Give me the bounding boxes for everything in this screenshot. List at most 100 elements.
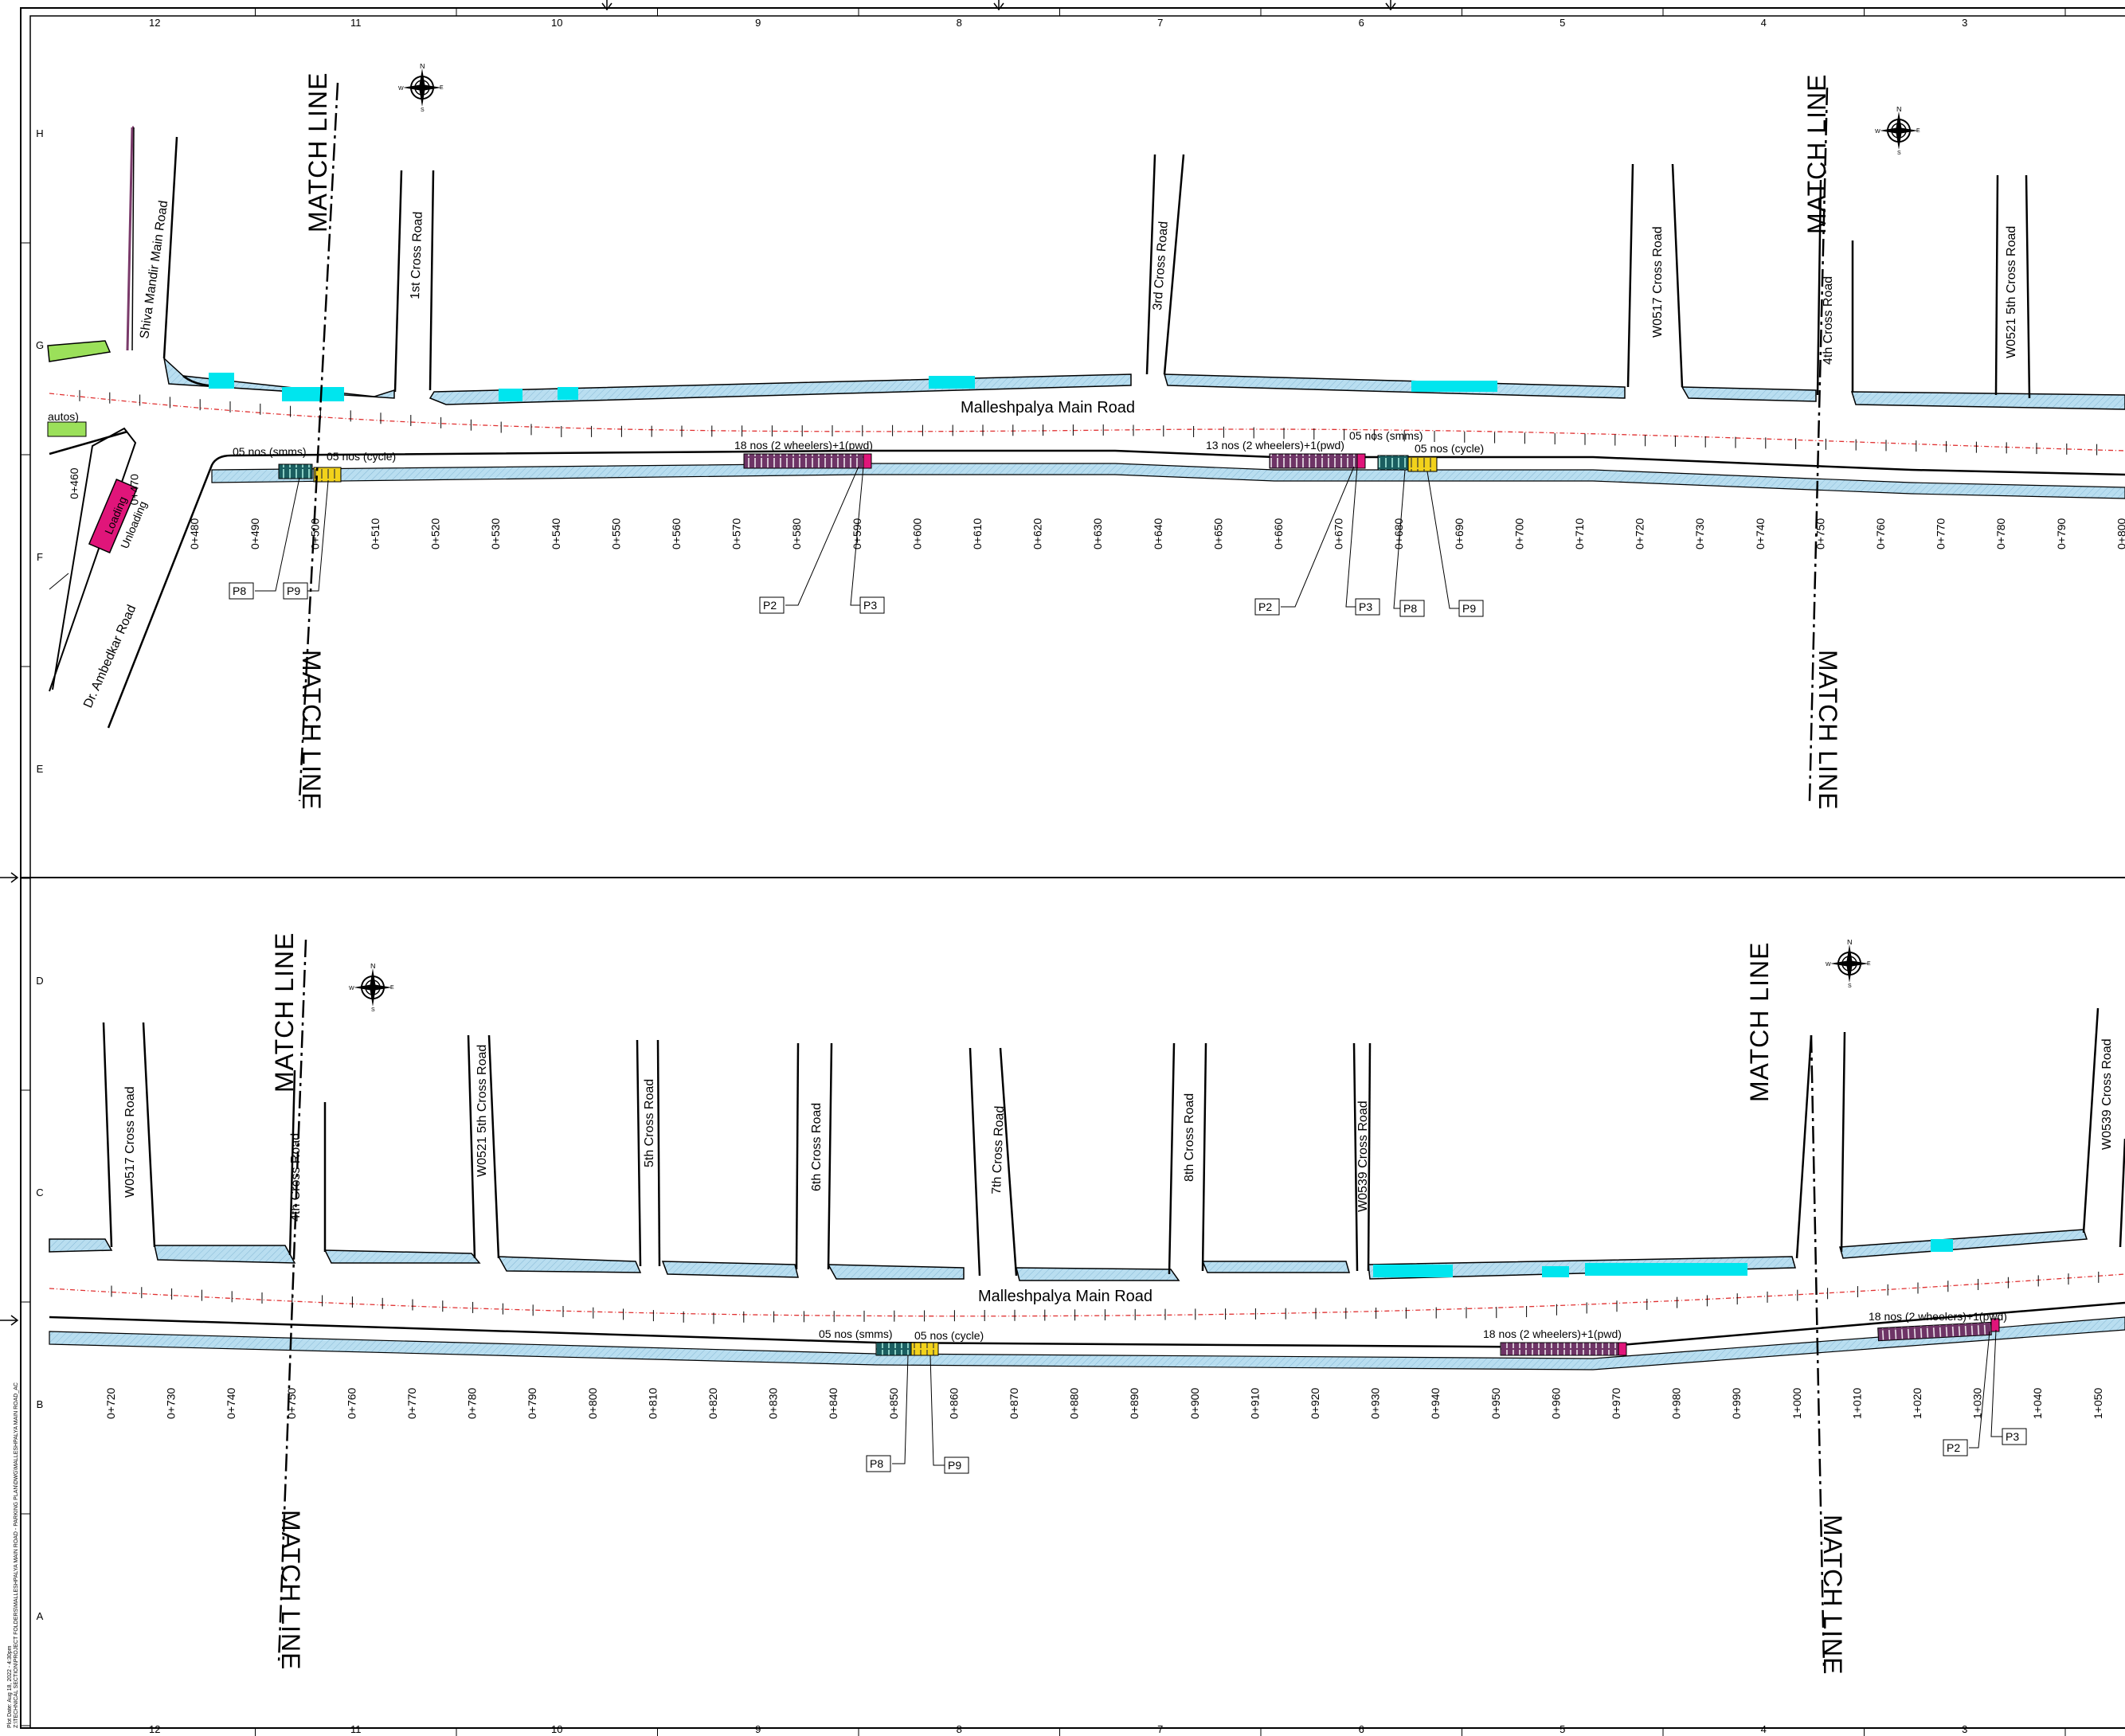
match-line-label: MATCH LINE (297, 650, 326, 810)
chainage-label: 0+890 (1128, 1387, 1141, 1419)
tag-box (283, 582, 308, 600)
grid-column-label: 4 (1761, 1723, 1767, 1735)
cross-road-label: 6th Cross Road (810, 1103, 824, 1191)
grid-column-label: 9 (755, 17, 761, 29)
parking-label: 18 nos (2 wheelers)+1(pwd) (1483, 1327, 1622, 1340)
highlight-patch (1542, 1266, 1569, 1277)
pwd-bay (1618, 1342, 1627, 1356)
cross-road-label: W0539 Cross Road (1356, 1101, 1370, 1212)
chainage-label: 0+840 (827, 1387, 839, 1419)
cross-road-label: 3rd Cross Road (1151, 221, 1171, 311)
chainage-label: 0+940 (1429, 1387, 1442, 1419)
cycle-parking-bay (313, 467, 342, 483)
tag-group: P8 (866, 1355, 909, 1472)
tag-box (859, 596, 885, 614)
tag-label: P3 (863, 599, 877, 612)
chainage-label: 0+670 (1333, 518, 1345, 549)
chainage-label: 0+770 (1935, 518, 1947, 549)
grid-column-label: 8 (957, 17, 962, 29)
tag-box (1355, 598, 1380, 616)
chainage-label: 0+740 (225, 1387, 237, 1419)
tag-label: P8 (233, 585, 246, 597)
chainage-label: 0+580 (790, 518, 803, 549)
tag-label: P3 (2006, 1430, 2019, 1443)
tag-group: P2 (1943, 1331, 1990, 1456)
grid-column-label: 4 (1761, 17, 1767, 29)
chainage-label: 0+650 (1211, 518, 1224, 549)
tag-box (759, 596, 785, 614)
arrow-icon (1385, 0, 1396, 11)
grid-column-label: 11 (350, 17, 362, 29)
grid-column-label: 10 (551, 17, 562, 29)
sheet-border (20, 7, 2125, 1729)
chainage-label: 0+960 (1549, 1387, 1562, 1419)
chainage-label: 0+460 (68, 467, 80, 499)
footpath (827, 1264, 965, 1280)
match-line (1808, 87, 1829, 802)
chainage-label: 0+720 (104, 1387, 117, 1419)
chainage-label: 0+530 (489, 518, 502, 549)
parking-label: 18 nos (2 wheelers)+1(pwd) (734, 439, 873, 452)
footpath (497, 1256, 642, 1273)
match-line-label: MATCH LINE (1745, 942, 1774, 1102)
footpath (1681, 386, 1817, 402)
chainage-label: 0+760 (345, 1387, 358, 1419)
grid-column-label: 7 (1157, 17, 1163, 29)
chainage-label: 0+490 (249, 518, 261, 549)
chainage-label: 0+660 (1272, 518, 1285, 549)
parking-label: 05 nos (cycle) (1415, 442, 1484, 455)
tag-box (1943, 1439, 1968, 1456)
tag-label: P9 (1462, 602, 1476, 615)
arrow-icon (0, 1315, 19, 1326)
two-wheeler-parking-bay (743, 453, 864, 469)
chainage-label: 0+880 (1068, 1387, 1081, 1419)
tag-box (944, 1456, 969, 1474)
chainage-label: 0+920 (1309, 1387, 1321, 1419)
chainage-label: 0+900 (1188, 1387, 1201, 1419)
reference-tags: P8 P9 P2 P3 P2 P3 P8 (229, 466, 2027, 1474)
grid-column-label: 3 (1962, 1723, 1967, 1735)
footpath (211, 463, 2125, 499)
chainage-label: 0+910 (1248, 1387, 1261, 1419)
chainage-label: 0+480 (188, 518, 201, 549)
grid-column-label: 5 (1560, 17, 1565, 29)
chainage-label: 0+550 (609, 518, 622, 549)
parking-label: 05 nos (cycle) (914, 1329, 984, 1342)
chainage-label: 0+570 (730, 518, 743, 549)
parking-label: 05 nos (smms) (233, 445, 307, 458)
chainage-label: 0+860 (947, 1387, 960, 1419)
grid-row-label: E (37, 763, 44, 775)
grid-row-label: G (36, 339, 44, 351)
chainage-label: 0+520 (429, 518, 442, 549)
chainage-label: 0+630 (1091, 518, 1104, 549)
parking-label: 05 nos (cycle) (327, 450, 396, 463)
chainage-label: 1+010 (1850, 1387, 1863, 1419)
cross-road-label: 1st Cross Road (409, 211, 425, 299)
chainage-label: 0+790 (2055, 518, 2068, 549)
north-arrow-icon (349, 964, 395, 1011)
chainage-label: 0+710 (1573, 518, 1586, 549)
grid-column-label: 8 (957, 1723, 962, 1735)
cross-road-label: W0517 Cross Road (1651, 226, 1665, 338)
cross-road-label: Dr. Ambedkar Road (81, 603, 139, 710)
highlight-patch (209, 373, 234, 389)
cross-road-label: W0517 Cross Road (123, 1086, 137, 1198)
two-wheeler-parking-bay (1500, 1342, 1619, 1356)
chainage-label: 0+730 (1693, 518, 1706, 549)
tag-box (1399, 600, 1425, 617)
grid-row-label: D (36, 975, 43, 987)
tag-box (866, 1455, 891, 1472)
chainage-label: 0+700 (1513, 518, 1525, 549)
cross-road-label: 4th Cross Road (1822, 276, 1835, 365)
footpath (1201, 1261, 1350, 1273)
grid-row-label: C (36, 1187, 43, 1198)
arrow-icon (601, 0, 612, 11)
tag-label: P9 (948, 1459, 961, 1472)
chainage-label: 0+830 (767, 1387, 780, 1419)
cross-road-label: W0539 Cross Road (2100, 1038, 2114, 1150)
highlight-patch (1373, 1265, 1453, 1277)
north-arrow-icon (1826, 940, 1872, 987)
pwd-bay (1990, 1318, 2000, 1332)
